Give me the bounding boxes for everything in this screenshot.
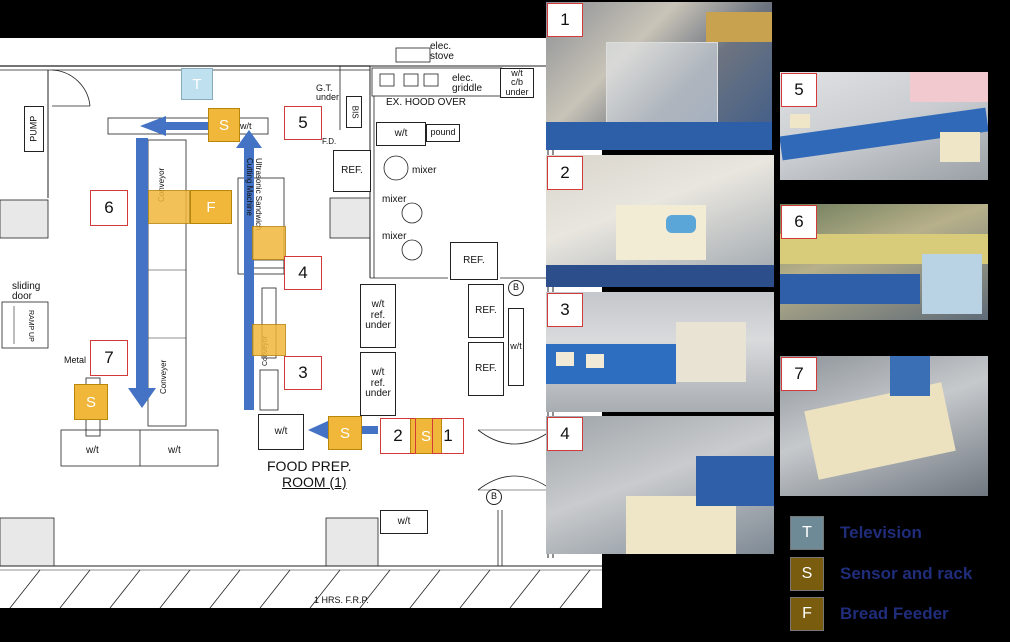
photo-step-6: 6 <box>780 204 988 320</box>
legend-swatch-feeder: F <box>790 597 824 631</box>
television-marker: T <box>181 68 213 100</box>
photo-step-1: 1 <box>546 2 772 150</box>
photo-number-5: 5 <box>781 73 817 107</box>
photo-number-3: 3 <box>547 293 583 327</box>
wt-side: w/t <box>508 308 524 386</box>
mixer-3-label: mixer <box>382 231 407 242</box>
step-number-2: 2 <box>380 418 416 454</box>
mixer-2-label: mixer <box>382 194 407 205</box>
legend-label-feeder: Bread Feeder <box>840 604 949 623</box>
bis-label: BIS <box>346 96 362 128</box>
floor-plan: PUMP elec. stove EX. HOOD OVER elec. gri… <box>0 38 602 608</box>
legend-swatch-sensor: S <box>790 557 824 591</box>
step-number-4: 4 <box>284 256 322 290</box>
photo-number-1: 1 <box>547 3 583 37</box>
sensor-marker-conveyor <box>148 190 190 224</box>
metal-label: Metal <box>64 355 87 365</box>
step-number-6: 6 <box>90 190 128 226</box>
sensor-marker-mid <box>252 324 286 356</box>
ref-1: REF. <box>333 150 371 192</box>
photo-number-2: 2 <box>547 156 583 190</box>
step-number-5: 5 <box>284 106 322 140</box>
wt-bottom-right: w/t <box>380 510 428 534</box>
sensor-marker-top: S <box>208 108 240 142</box>
legend-label-television: Television <box>840 523 922 542</box>
food-prep-title: FOOD PREP. <box>267 458 352 474</box>
fd-label: F.D. <box>322 137 337 146</box>
wt-small: w/t <box>258 414 304 450</box>
wt-ref-under-2: w/t ref. under <box>360 352 396 416</box>
b-marker-1: B <box>508 280 524 296</box>
wt-ref-under-1: w/t ref. under <box>360 284 396 348</box>
sensor-marker-metal: S <box>74 384 108 420</box>
ref-2: REF. <box>450 242 498 280</box>
wt-near-pound: w/t <box>376 122 426 146</box>
photo-number-4: 4 <box>547 417 583 451</box>
sensor-marker-bottom: S <box>328 416 362 450</box>
wt-bottom-2: w/t <box>168 445 181 456</box>
step-number-1: 1 <box>432 418 464 454</box>
step-number-7: 7 <box>90 340 128 376</box>
sliding-door-label: sliding door <box>12 281 41 302</box>
wt-top-sensor: w/t <box>240 121 252 131</box>
b-marker-2: B <box>486 489 502 505</box>
mixer-1-label: mixer <box>412 165 437 176</box>
floor-plan-drawing <box>0 47 602 608</box>
ultrasonic-cutting-label: Ultrasonic Sandwich Cutting Machine <box>245 158 263 231</box>
legend-swatch-television: T <box>790 516 824 550</box>
legend-label-sensor: Sensor and rack <box>840 564 973 583</box>
step-number-3: 3 <box>284 356 322 390</box>
photo-number-7: 7 <box>781 357 817 391</box>
sensor-marker-cutter <box>252 226 286 260</box>
ramp-up-label: RAMP UP <box>27 310 34 342</box>
conveyor-lower-label: Conveyer <box>159 359 168 394</box>
food-prep-room: ROOM (1) <box>282 474 347 490</box>
wt-bottom-1: w/t <box>86 445 99 456</box>
photo-step-3: 3 <box>546 292 774 412</box>
ex-hood-over-label: EX. HOOD OVER <box>386 97 467 108</box>
wt-cb-under: w/t c/b under <box>500 68 534 98</box>
feeder-marker: F <box>190 190 232 224</box>
elec-stove-label: elec. stove <box>430 41 454 62</box>
gt-under-label: G.T. under <box>316 83 340 102</box>
legend-television: T Television <box>790 516 922 550</box>
ref-3: REF. <box>468 284 504 338</box>
pound-label: pound <box>426 124 460 142</box>
legend-feeder: F Bread Feeder <box>790 597 949 631</box>
photo-step-2: 2 <box>546 155 774 287</box>
photo-step-4: 4 <box>546 416 774 554</box>
photo-number-6: 6 <box>781 205 817 239</box>
elec-griddle-label: elec. griddle <box>452 73 483 94</box>
photo-step-7: 7 <box>780 356 988 496</box>
ref-4: REF. <box>468 342 504 396</box>
legend-sensor: S Sensor and rack <box>790 557 972 591</box>
pump-label: PUMP <box>24 106 44 152</box>
photo-step-5: 5 <box>780 72 988 180</box>
hrs-label: 1 HRS. F.R.P. <box>314 595 369 605</box>
